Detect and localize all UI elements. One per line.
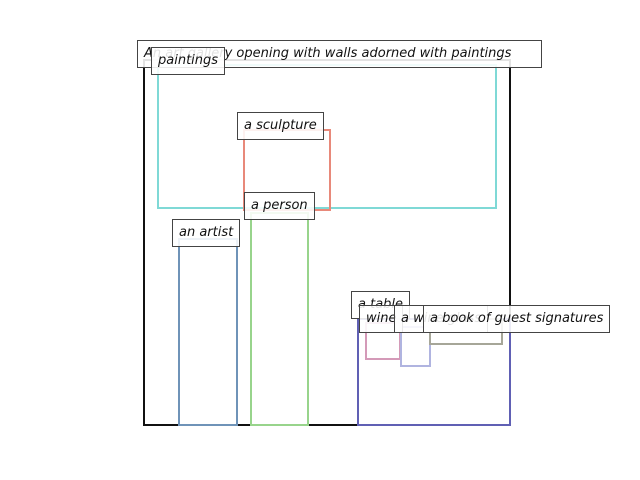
label-sculpture: a sculpture <box>237 112 324 140</box>
label-paintings: paintings <box>151 47 226 75</box>
label-person: a person <box>244 192 315 220</box>
region-person <box>250 212 309 426</box>
label-guest-book: a book of guest signatures <box>423 305 611 333</box>
label-artist: an artist <box>172 219 241 247</box>
region-artist <box>178 238 238 426</box>
